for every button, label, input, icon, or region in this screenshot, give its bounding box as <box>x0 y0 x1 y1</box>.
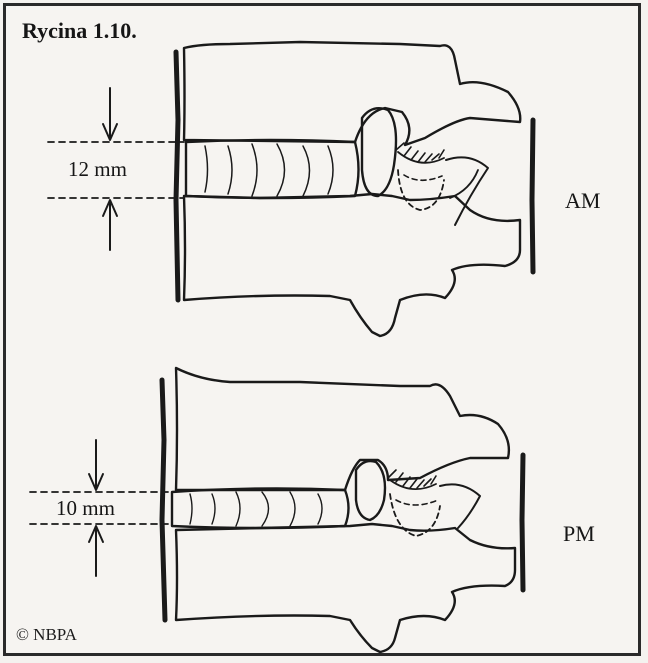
figure-title: Rycina 1.10. <box>22 18 137 44</box>
top-measurement-label: 12 mm <box>68 157 127 182</box>
top-panel-label: AM <box>565 188 600 214</box>
top-lower-vertebra <box>184 194 520 336</box>
bottom-posterior-line <box>522 455 523 590</box>
bottom-anterior-line <box>162 380 165 620</box>
top-upper-vertebra <box>184 42 520 145</box>
top-panel-drawing <box>48 42 533 336</box>
copyright-notice: © NBPA <box>16 625 77 645</box>
top-posterior-line <box>532 120 533 272</box>
top-pedicle <box>362 108 396 196</box>
bottom-panel-label: PM <box>563 521 595 547</box>
bottom-upper-vertebra <box>176 368 509 490</box>
top-anterior-line <box>176 52 178 300</box>
bottom-measurement-label: 10 mm <box>56 496 115 521</box>
bottom-lower-vertebra <box>176 524 515 652</box>
bottom-pedicle <box>356 461 385 520</box>
